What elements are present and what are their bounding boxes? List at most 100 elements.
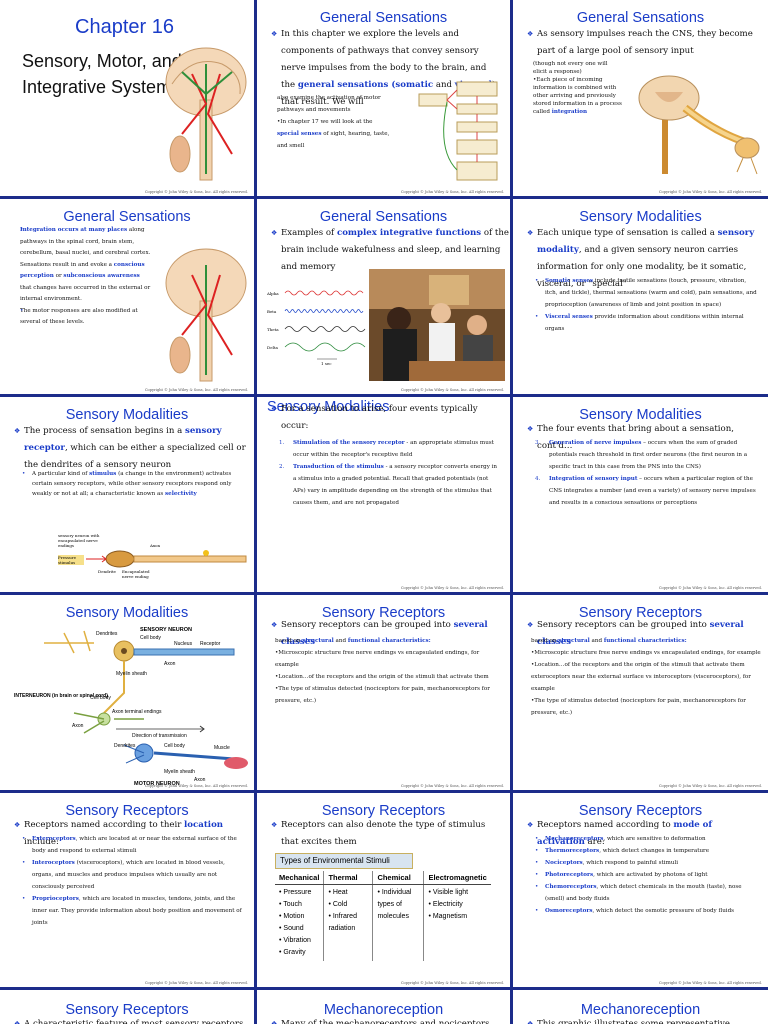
fig-label: Axon xyxy=(150,543,161,548)
fig-label: Nucleus xyxy=(174,641,193,647)
slide-body: Sensory receptors can be grouped into se… xyxy=(513,617,768,651)
fig-label: Axon xyxy=(72,723,84,729)
copyright: Copyright © John Wiley & Sons, Inc. All … xyxy=(144,388,248,392)
slide-5[interactable]: General Sensations Examples of complex i… xyxy=(257,199,510,394)
cafe-photo xyxy=(369,269,505,381)
slide-title: Sensory Receptors xyxy=(578,803,703,819)
slide-body: A characteristic feature of most sensory… xyxy=(0,1016,254,1024)
slide-13[interactable]: Sensory Receptors Receptors named accord… xyxy=(0,793,254,987)
fig-label: Receptor xyxy=(200,641,221,647)
slide-notes: Exteroceptors, which are located at or n… xyxy=(14,833,246,929)
slide-title: Sensory Modalities xyxy=(579,407,702,423)
brain-pathway-illustration xyxy=(165,248,247,382)
fig-label: Myelin sheath xyxy=(164,769,195,775)
slide-body: The process of sensation begins in a sen… xyxy=(0,423,254,474)
slide-6[interactable]: Sensory Modalities Each unique type of s… xyxy=(513,199,768,394)
fig-label: Cell body xyxy=(90,695,111,701)
slide-15[interactable]: Sensory Receptors Receptors named accord… xyxy=(513,793,768,987)
slide-title: Mechanoreception xyxy=(580,1002,701,1018)
copyright: Copyright © John Wiley & Sons, Inc. All … xyxy=(658,981,762,985)
slide-11[interactable]: Sensory Receptors Sensory receptors can … xyxy=(257,595,510,790)
col-head: Electromagnetic xyxy=(423,871,491,885)
copyright: Copyright © John Wiley & Sons, Inc. All … xyxy=(400,784,504,788)
slide-title: General Sensations xyxy=(576,10,705,26)
slide-10[interactable]: Sensory Modalities Dendrites SENSORY NEU… xyxy=(0,595,254,790)
slide-title: Sensory Modalities xyxy=(579,209,702,225)
slide-body: Integration occurs at many places along … xyxy=(12,225,152,329)
fig-label: Encapsulated nerve ending xyxy=(122,569,150,579)
fig-label: Direction of transmission xyxy=(132,733,187,739)
fig-label: Pressure stimulus xyxy=(58,555,84,565)
slide-body: Examples of complex integrative function… xyxy=(257,225,510,276)
slide-notes: 3.Generation of nerve impulses – occurs … xyxy=(535,440,756,506)
slide-3[interactable]: General Sensations As sensory impulses r… xyxy=(513,0,768,196)
slide-notes: based on structural and functional chara… xyxy=(531,638,761,716)
slide-14[interactable]: Sensory Receptors Receptors can also den… xyxy=(257,793,510,987)
slide-7[interactable]: Sensory Modalities The process of sensat… xyxy=(0,397,254,592)
fig-label: INTERNEURON (in brain or spinal cord) xyxy=(14,693,108,699)
slide-notes: A particular kind of stimulus (a change … xyxy=(14,469,246,499)
brain-pathway-illustration xyxy=(165,47,247,181)
copyright: Copyright © John Wiley & Sons, Inc. All … xyxy=(144,190,248,194)
copyright: Copyright © John Wiley & Sons, Inc. All … xyxy=(400,190,504,194)
slide-4[interactable]: General Sensations Integration occurs at… xyxy=(0,199,254,394)
slide-title: Mechanoreception xyxy=(323,1002,444,1018)
slide-body: For a sensation to arise, four events ty… xyxy=(257,401,510,435)
fig-label: Dendrites xyxy=(114,743,136,749)
slide-title: Sensory Modalities xyxy=(65,407,189,423)
slide-9[interactable]: Sensory Modalities The four events that … xyxy=(513,397,768,592)
slide-18[interactable]: Mechanoreception This graphic illustrate… xyxy=(513,990,768,1024)
slide-body: Sensory receptors can be grouped into se… xyxy=(257,617,510,651)
copyright: Copyright © John Wiley & Sons, Inc. All … xyxy=(658,190,762,194)
slide-notes: based on structural and functional chara… xyxy=(275,638,490,704)
slide-8[interactable]: Sensory Modalities For a sensation to ar… xyxy=(257,397,510,592)
copyright: Copyright © John Wiley & Sons, Inc. All … xyxy=(144,981,248,985)
copyright: Copyright © John Wiley & Sons, Inc. All … xyxy=(400,586,504,590)
slide-body: The four events that bring about a sensa… xyxy=(513,421,768,455)
slide-1[interactable]: Chapter 16 Sensory, Motor, and Integrati… xyxy=(0,0,254,196)
slide-title: General Sensations xyxy=(319,209,448,225)
fig-label: Axon terminal endings xyxy=(112,709,162,715)
copyright: Copyright © John Wiley & Sons, Inc. All … xyxy=(658,586,762,590)
slide-title: Sensory Receptors xyxy=(65,803,189,819)
fig-label: SENSORY NEURON xyxy=(140,627,192,633)
stimuli-table: Types of Environmental Stimuli Mechanica… xyxy=(275,853,507,961)
col-head: Mechanical xyxy=(275,871,324,885)
fig-label: Cell body xyxy=(140,635,161,641)
fig-label: sensory neuron with encapsulated nerve e… xyxy=(58,533,100,548)
eeg-waves: Alpha Beta Theta Delta 1 sec xyxy=(267,285,369,375)
receptor-diagram: sensory neuron with encapsulated nerve e… xyxy=(56,533,250,583)
copyright: Copyright © John Wiley & Sons, Inc. All … xyxy=(400,981,504,985)
fig-label: MOTOR NEURON xyxy=(134,781,180,787)
fig-label: Axon xyxy=(164,661,176,667)
eeg-label: Delta xyxy=(267,345,278,350)
eeg-scale: 1 sec xyxy=(321,361,332,366)
slide-17[interactable]: Mechanoreception Many of the mechanorece… xyxy=(257,990,510,1024)
table-title: Types of Environmental Stimuli xyxy=(275,853,413,869)
eeg-label: Alpha xyxy=(267,291,279,296)
slide-body: This graphic illustrates some representa… xyxy=(513,1016,768,1024)
fig-label: Axon xyxy=(194,777,206,783)
neuron-diagram: Dendrites SENSORY NEURON Cell body Myeli… xyxy=(14,627,248,787)
slide-12[interactable]: Sensory Receptors Sensory receptors can … xyxy=(513,595,768,790)
col-head: Chemical xyxy=(372,871,424,885)
fig-label: Cell body xyxy=(164,743,185,749)
slide-body: Receptors can also denote the type of st… xyxy=(257,817,510,851)
slide-notes: also examine the activation of motor pat… xyxy=(277,95,390,149)
eeg-label: Beta xyxy=(267,309,277,314)
fig-label: Myelin sheath xyxy=(116,671,147,677)
col-head: Thermal xyxy=(323,871,373,885)
slide-notes: (though not every one will elicit a resp… xyxy=(533,61,622,115)
chapter-title: Chapter 16 xyxy=(75,16,174,38)
copyright: Copyright © John Wiley & Sons, Inc. All … xyxy=(658,784,762,788)
slide-notes: 1.Stimulation of the sensory receptor - … xyxy=(279,440,498,506)
flowchart-diagram xyxy=(418,81,498,181)
fig-label: Dendrite xyxy=(98,569,116,574)
slide-body: Many of the mechanoreceptors and nocicep… xyxy=(257,1016,510,1024)
slide-2[interactable]: General Sensations In this chapter we ex… xyxy=(257,0,510,196)
slide-title: Sensory Receptors xyxy=(65,1002,189,1018)
slide-16[interactable]: Sensory Receptors A characteristic featu… xyxy=(0,990,254,1024)
slide-title: Sensory Modalities xyxy=(65,605,189,621)
fig-label: Muscle xyxy=(214,745,230,751)
